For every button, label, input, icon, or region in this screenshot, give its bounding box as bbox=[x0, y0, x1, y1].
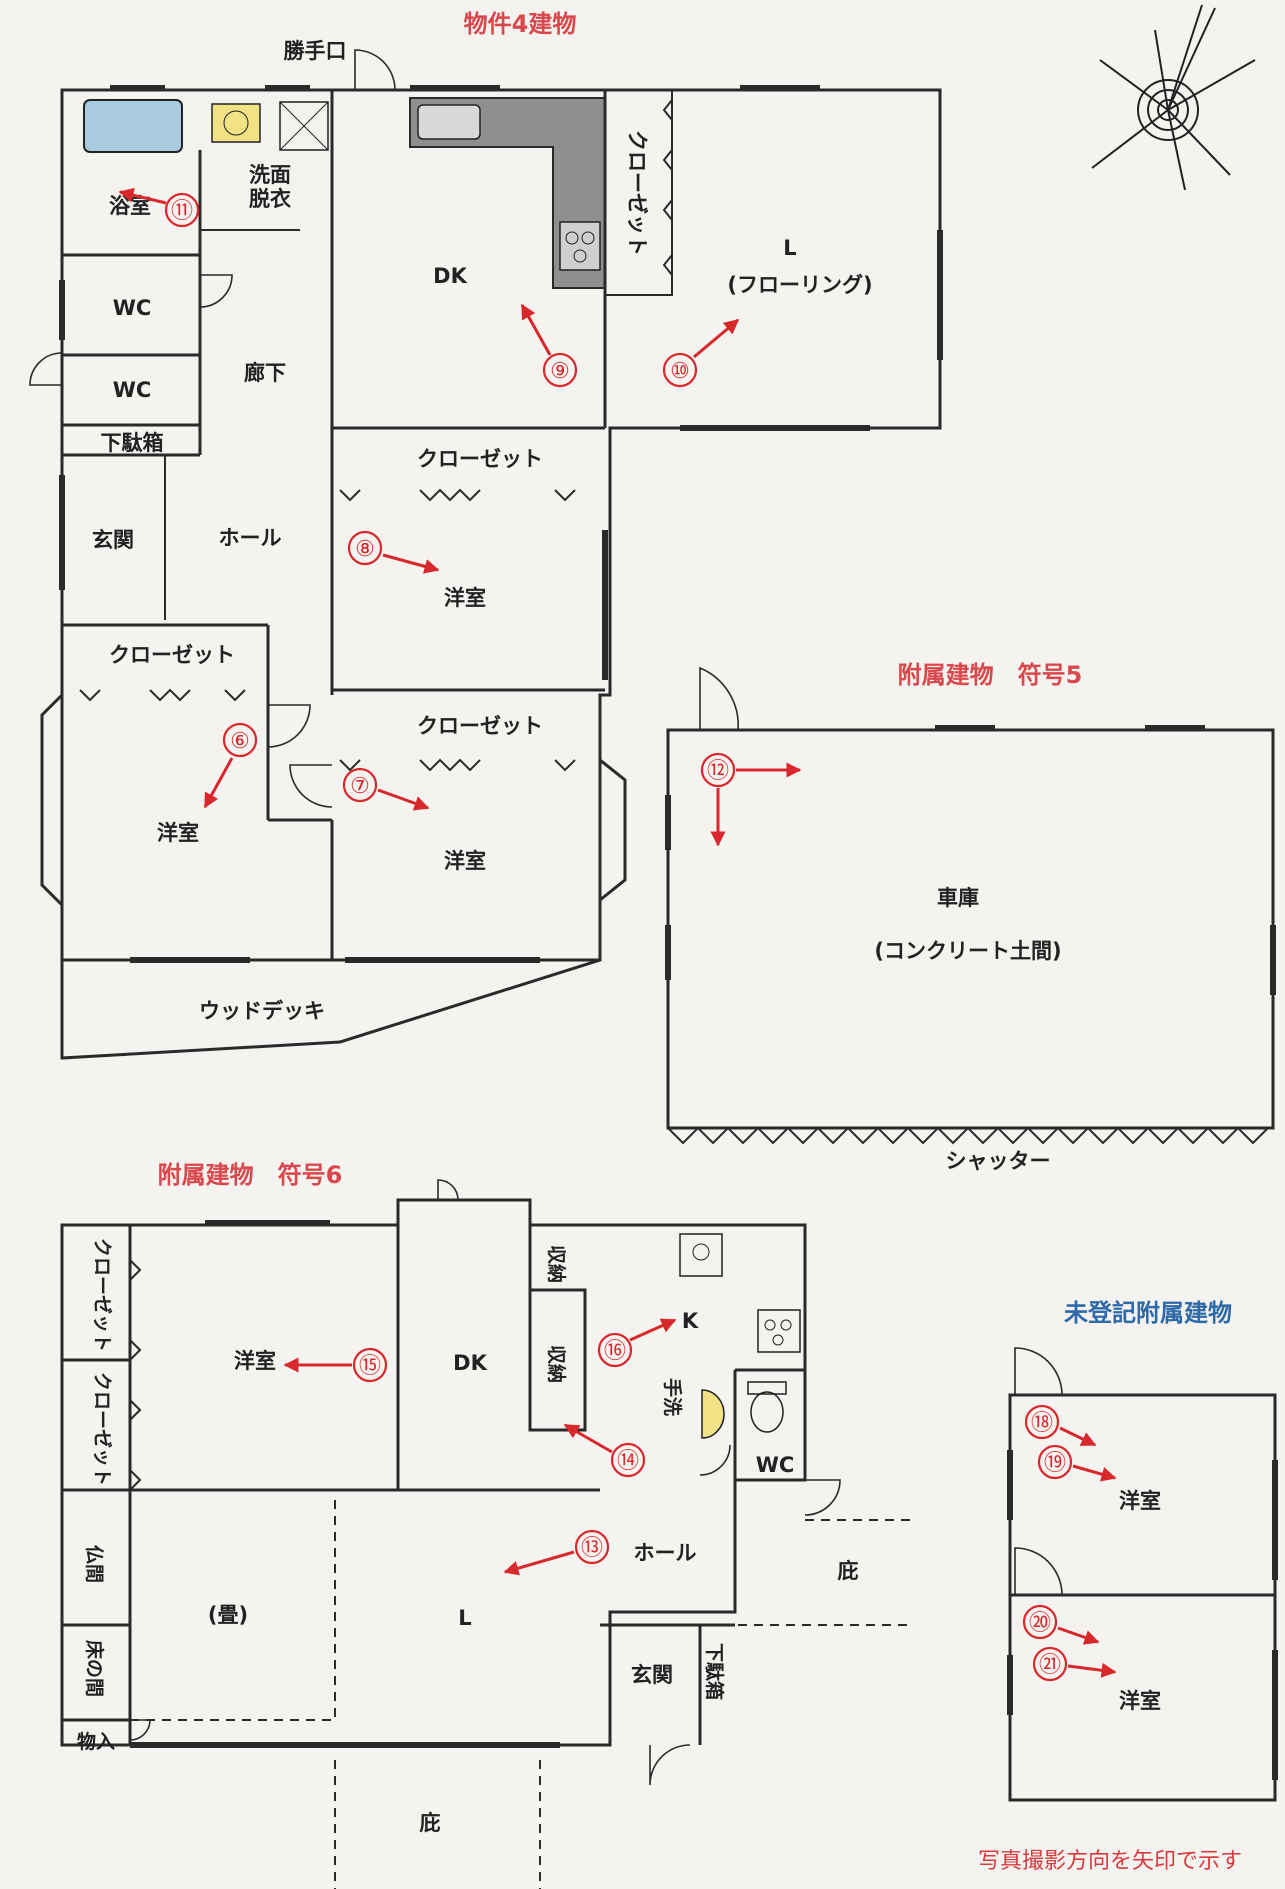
photo-marker-12: ⑫ bbox=[700, 752, 802, 847]
photo-marker-10: ⑩ bbox=[662, 318, 740, 388]
svg-text:⑮: ⑮ bbox=[359, 1354, 381, 1379]
label-washroom-2: 脱衣 bbox=[249, 187, 291, 211]
label-hall: ホール bbox=[219, 526, 282, 550]
label-kitchen: K bbox=[682, 1309, 699, 1333]
label-living: L bbox=[458, 1606, 471, 1630]
label-storage-2: 収納 bbox=[545, 1345, 568, 1383]
photo-marker-20: ⑳ bbox=[1022, 1604, 1100, 1645]
label-back-door: 勝手口 bbox=[284, 39, 347, 63]
label-dk: DK bbox=[433, 264, 467, 288]
north-compass-icon bbox=[1091, 4, 1256, 191]
photo-marker-18: ⑱ bbox=[1024, 1404, 1097, 1447]
label-closet-a: クローゼット bbox=[91, 1238, 114, 1352]
label-closet-1: クローゼット bbox=[417, 447, 543, 471]
label-western-room-1: 洋室 bbox=[1119, 1489, 1161, 1513]
label-living: L bbox=[783, 236, 796, 260]
main-building: 勝手口 浴室 洗面 脱衣 WC WC 下駄箱 玄関 ホール 廊下 DK クローゼ… bbox=[29, 39, 943, 1060]
photo-marker-19: ⑲ bbox=[1037, 1444, 1117, 1482]
label-wc: WC bbox=[756, 1453, 795, 1477]
label-storage-room: 物入 bbox=[77, 1730, 115, 1753]
label-hand-wash: 手洗 bbox=[661, 1378, 684, 1416]
label-garage-floor: (コンクリート土間) bbox=[874, 939, 1061, 963]
svg-text:⑱: ⑱ bbox=[1031, 1411, 1053, 1436]
svg-text:⑳: ⑳ bbox=[1029, 1611, 1051, 1636]
svg-text:⑧: ⑧ bbox=[355, 537, 375, 562]
photo-marker-14: ⑭ bbox=[563, 1423, 646, 1478]
label-entrance: 玄関 bbox=[631, 1663, 673, 1687]
label-tatami: (畳) bbox=[208, 1603, 248, 1627]
photo-marker-13: ⑬ bbox=[503, 1529, 610, 1576]
label-entrance: 玄関 bbox=[92, 528, 134, 552]
label-western-room-3: 洋室 bbox=[444, 849, 486, 873]
label-western-room-2: 洋室 bbox=[1119, 1689, 1161, 1713]
label-shoe-box: 下駄箱 bbox=[703, 1643, 726, 1700]
label-washroom-1: 洗面 bbox=[249, 163, 291, 187]
svg-text:⑪: ⑪ bbox=[171, 199, 193, 224]
label-garage: 車庫 bbox=[937, 886, 979, 910]
svg-text:⑨: ⑨ bbox=[550, 359, 570, 384]
photo-marker-6: ⑥ bbox=[203, 722, 258, 809]
label-hall: ホール bbox=[634, 1541, 697, 1565]
svg-text:⑭: ⑭ bbox=[617, 1449, 639, 1474]
label-wc-1: WC bbox=[113, 296, 152, 320]
photo-marker-21: ㉑ bbox=[1032, 1646, 1117, 1682]
photo-marker-11: ⑪ bbox=[118, 187, 200, 228]
unregistered-building: 洋室 洋室 bbox=[1007, 1347, 1278, 1802]
label-shutter: シャッター bbox=[946, 1149, 1051, 1173]
label-butsuma: 仏間 bbox=[83, 1545, 105, 1583]
annex6-building: クローゼット クローゼット 洋室 DK 収納 収納 K 手洗 WC ホール 庇 … bbox=[60, 1179, 910, 1889]
label-closet-3: クローゼット bbox=[417, 714, 543, 738]
annex5-building: 車庫 (コンクリート土間) シャッター bbox=[665, 666, 1276, 1173]
label-shoe-box: 下駄箱 bbox=[101, 431, 164, 455]
photo-direction-note: 写真撮影方向を矢印で示す bbox=[978, 1849, 1242, 1874]
photo-marker-7: ⑦ bbox=[342, 767, 430, 811]
label-storage-1: 収納 bbox=[545, 1245, 568, 1283]
svg-text:⑩: ⑩ bbox=[670, 359, 690, 384]
label-eaves-1: 庇 bbox=[838, 1559, 859, 1583]
photo-marker-16: ⑯ bbox=[597, 1318, 677, 1368]
photo-marker-15: ⑮ bbox=[283, 1347, 388, 1383]
label-wc-2: WC bbox=[113, 378, 152, 402]
svg-text:⑥: ⑥ bbox=[230, 729, 250, 754]
label-dk: DK bbox=[453, 1351, 487, 1375]
svg-text:⑦: ⑦ bbox=[350, 774, 370, 799]
svg-text:㉑: ㉑ bbox=[1039, 1653, 1061, 1678]
svg-text:⑯: ⑯ bbox=[604, 1339, 626, 1364]
photo-marker-8: ⑧ bbox=[347, 530, 440, 574]
label-western-room: 洋室 bbox=[234, 1349, 276, 1373]
title-annex6: 附属建物 符号6 bbox=[158, 1161, 343, 1189]
svg-text:⑫: ⑫ bbox=[707, 759, 729, 784]
svg-text:⑬: ⑬ bbox=[581, 1536, 603, 1561]
label-eaves-2: 庇 bbox=[420, 1811, 441, 1835]
title-unregistered: 未登記附属建物 bbox=[1064, 1299, 1232, 1327]
title-annex5: 附属建物 符号5 bbox=[898, 661, 1083, 689]
label-western-room-2: 洋室 bbox=[157, 821, 199, 845]
label-western-room-1: 洋室 bbox=[444, 586, 486, 610]
label-wood-deck: ウッドデッキ bbox=[199, 999, 325, 1023]
svg-text:⑲: ⑲ bbox=[1044, 1451, 1066, 1476]
photo-marker-9: ⑨ bbox=[520, 303, 578, 388]
label-corridor: 廊下 bbox=[244, 361, 286, 385]
label-closet-2: クローゼット bbox=[109, 643, 235, 667]
label-closet-b: クローゼット bbox=[91, 1372, 114, 1486]
label-tokonoma: 床の間 bbox=[83, 1640, 106, 1697]
title-building4: 物件4建物 bbox=[464, 10, 577, 38]
label-living-floor: (フローリング) bbox=[727, 273, 872, 297]
photo-markers: ⑥ ⑦ ⑧ ⑨ ⑩ ⑪ bbox=[118, 187, 1117, 1682]
label-closet-vertical: クローゼット bbox=[625, 130, 649, 256]
